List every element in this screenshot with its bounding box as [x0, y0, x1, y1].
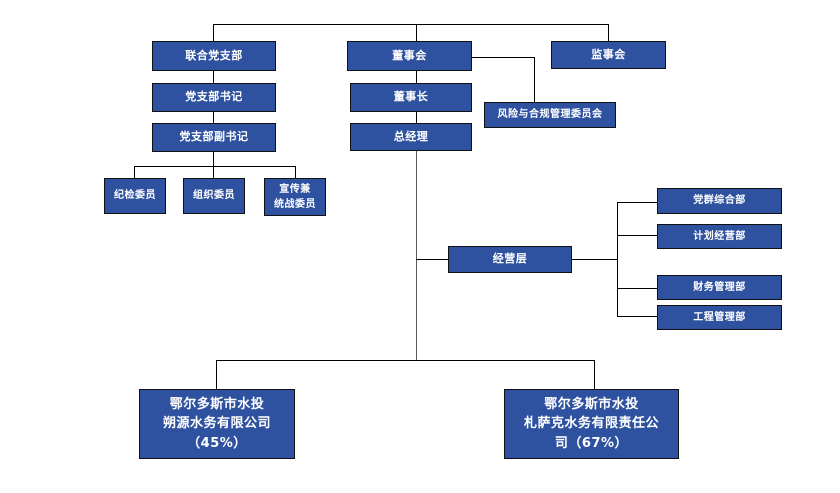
connector-spine-to-management: [416, 259, 448, 260]
node-party-branch-deputy-secretary[interactable]: 党支部副书记: [152, 123, 276, 152]
connector-management-to-dept-bus: [572, 259, 617, 260]
connector-top-to-supervisors: [608, 24, 609, 41]
connector-party-branch-to-secretary: [213, 71, 214, 83]
connector-subsidiary-bus: [216, 360, 594, 361]
node-subsidiary-shuoyuan[interactable]: 鄂尔多斯市水投 朔源水务有限公司 （45%）: [139, 389, 295, 459]
connector-gm-spine: [416, 151, 417, 360]
connector-dept-planning: [617, 235, 657, 236]
node-board-of-directors[interactable]: 董事会: [347, 41, 472, 71]
connector-dept-engineering: [617, 316, 657, 317]
connector-bus-to-subsidiary-left: [216, 360, 217, 389]
connector-bus-to-propaganda: [295, 166, 296, 178]
node-joint-party-branch[interactable]: 联合党支部: [152, 41, 276, 71]
connector-top-to-board: [416, 24, 417, 41]
node-party-branch-secretary[interactable]: 党支部书记: [152, 83, 276, 112]
connector-deputy-down: [213, 152, 214, 166]
connector-dept-bus: [617, 202, 618, 316]
node-organization-member[interactable]: 组织委员: [183, 178, 245, 214]
connector-chairman-to-gm: [416, 112, 417, 123]
connector-board-to-risk-v: [534, 57, 535, 102]
connector-dept-finance: [617, 288, 657, 289]
connector-board-to-risk-h: [472, 57, 534, 58]
connector-board-to-chairman: [416, 71, 417, 83]
node-risk-compliance-committee[interactable]: 风险与合规管理委员会: [484, 102, 616, 128]
node-management-layer[interactable]: 经营层: [448, 246, 572, 273]
connector-committee-bus: [134, 166, 295, 167]
node-discipline-inspection-member[interactable]: 纪检委员: [104, 178, 166, 214]
node-general-manager[interactable]: 总经理: [350, 123, 472, 151]
node-board-of-supervisors[interactable]: 监事会: [551, 41, 666, 69]
connector-secretary-to-deputy: [213, 112, 214, 123]
node-propaganda-united-front-member[interactable]: 宣传兼 统战委员: [264, 178, 326, 216]
node-engineering-management-department[interactable]: 工程管理部: [657, 305, 782, 330]
connector-bus-to-discipline: [134, 166, 135, 178]
node-chairman[interactable]: 董事长: [350, 83, 472, 112]
node-planning-operation-department[interactable]: 计划经营部: [657, 224, 782, 249]
node-finance-management-department[interactable]: 财务管理部: [657, 275, 782, 300]
node-party-general-department[interactable]: 党群综合部: [657, 188, 782, 214]
connector-bus-to-organization: [213, 166, 214, 178]
connector-top-bus: [213, 24, 609, 25]
connector-dept-party-general: [617, 202, 657, 203]
connector-top-to-party-branch: [213, 24, 214, 41]
connector-bus-to-subsidiary-right: [594, 360, 595, 389]
node-subsidiary-zhasake[interactable]: 鄂尔多斯市水投 札萨克水务有限责任公 司（67%）: [504, 389, 679, 459]
